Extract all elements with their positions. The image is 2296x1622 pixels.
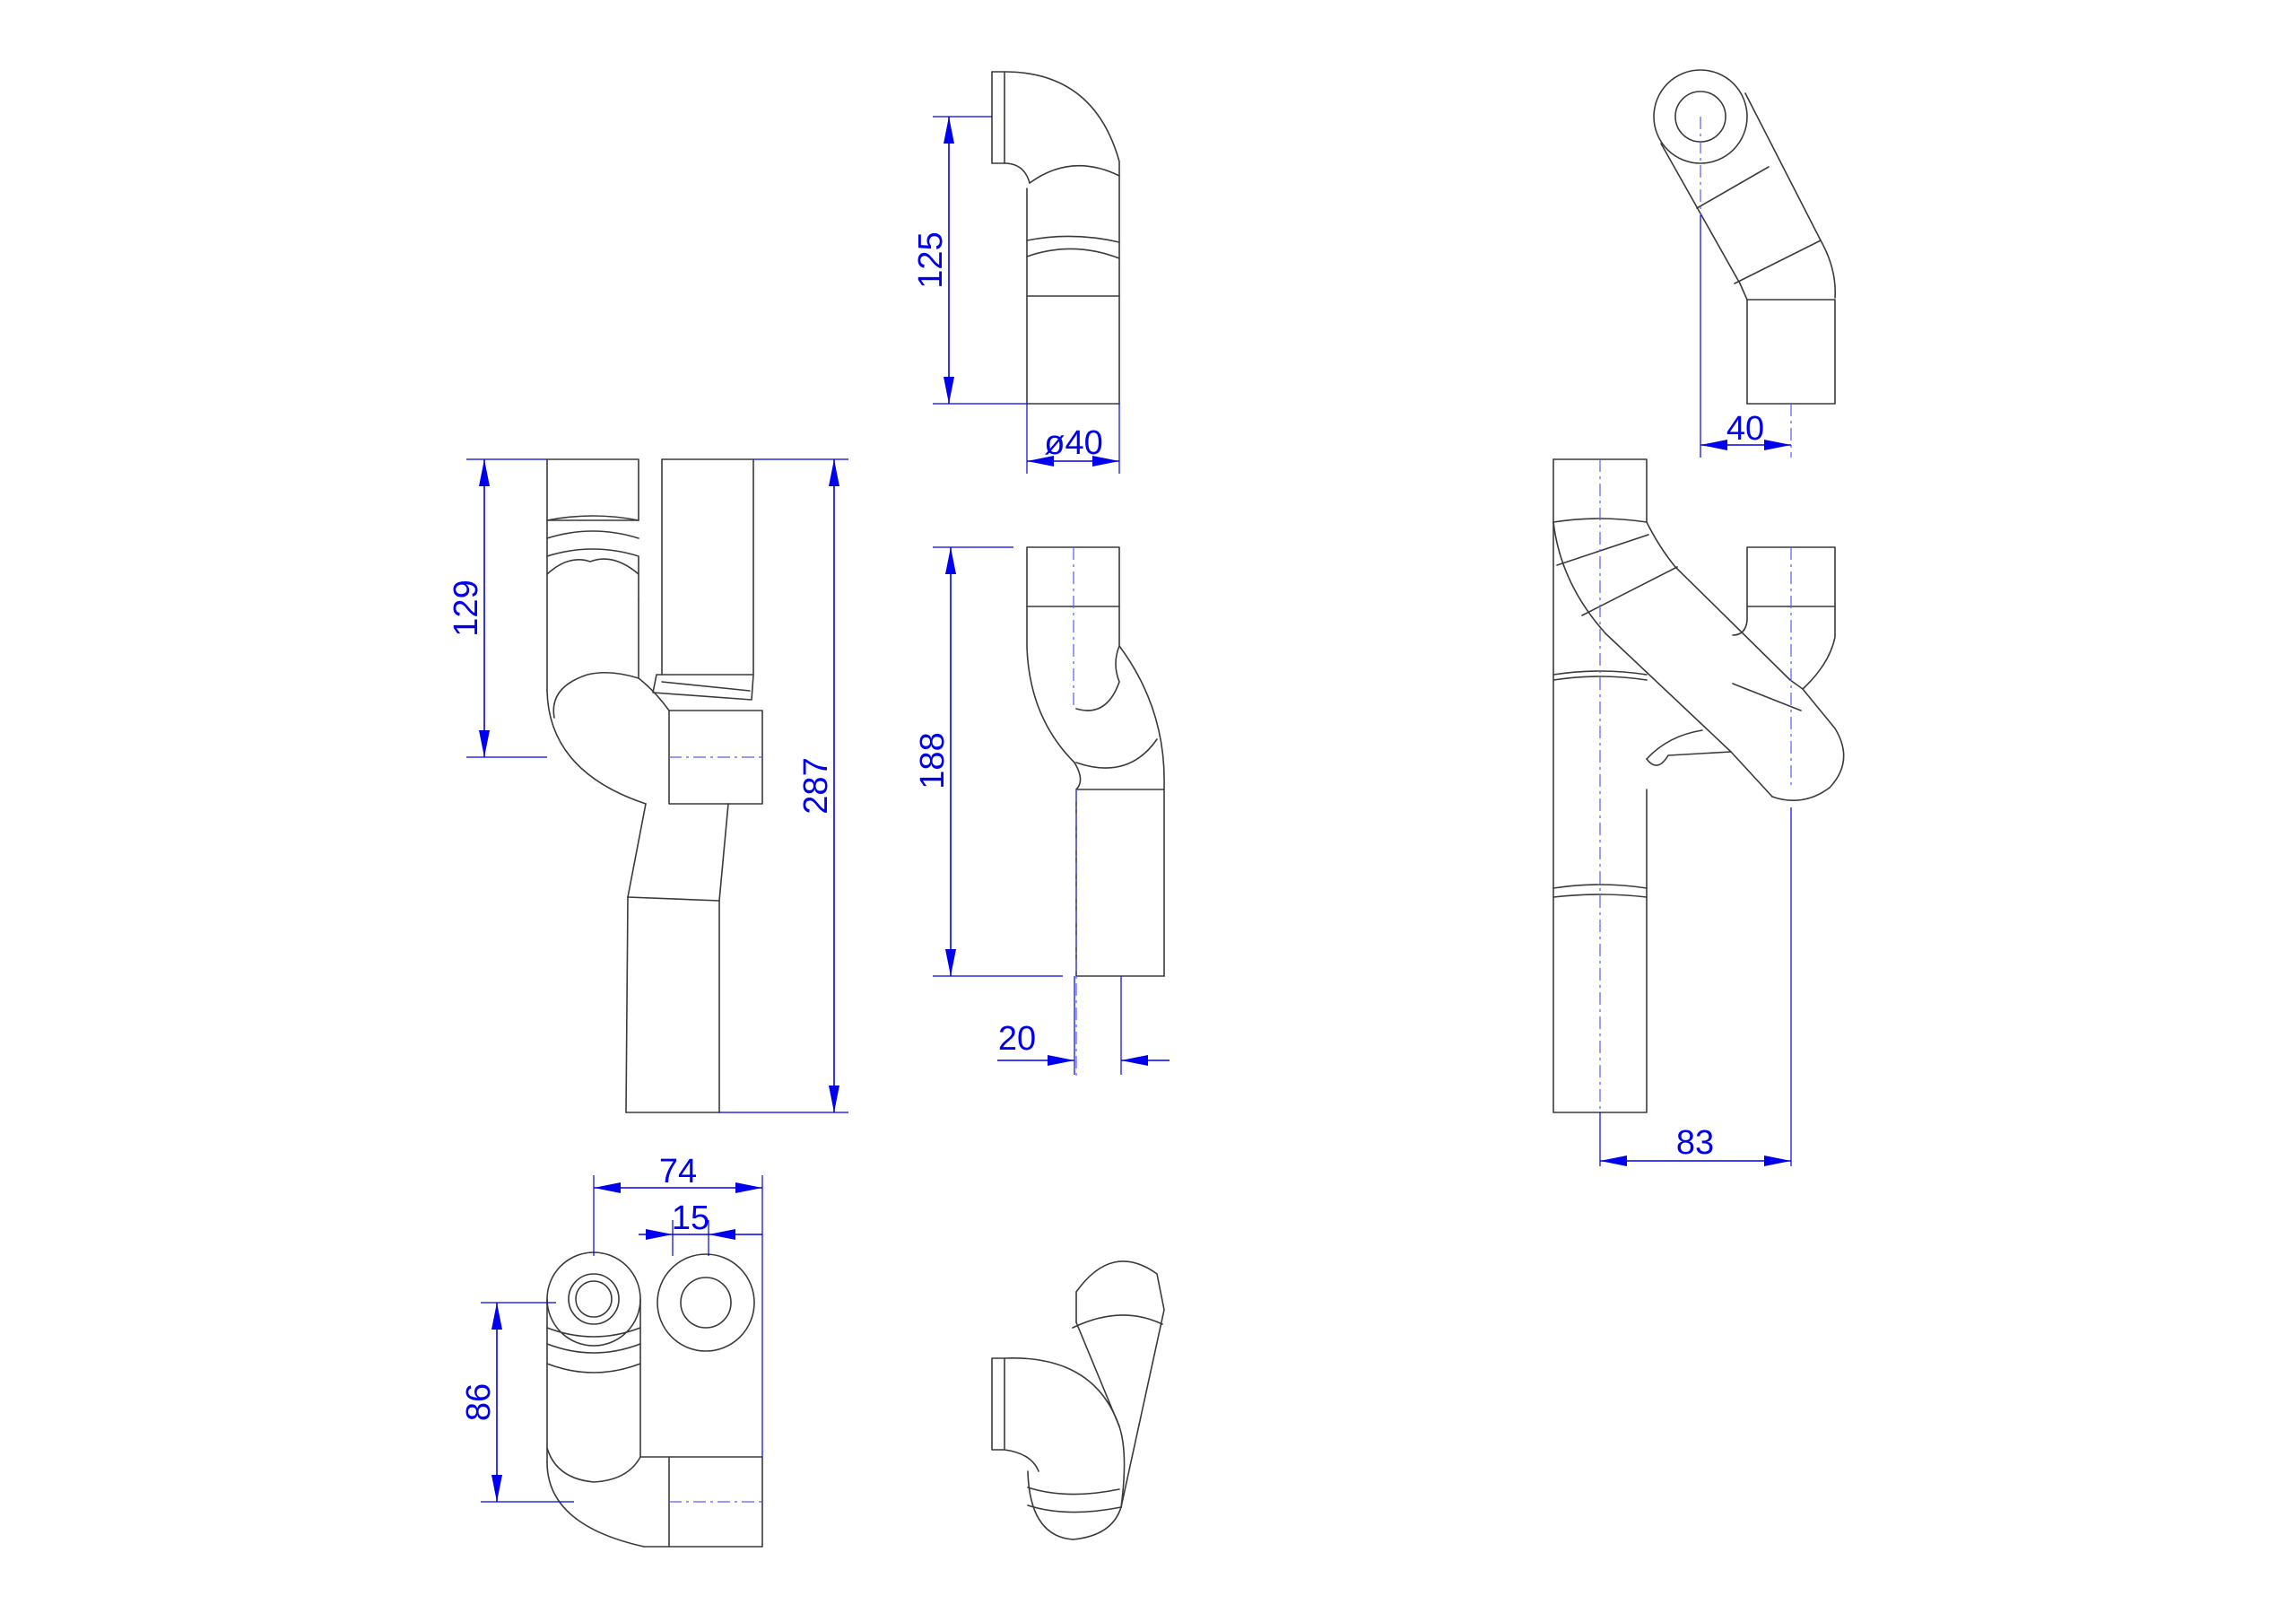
view-top-right-iso [1653,69,1836,458]
dim-iso-top: 40 [1700,215,1791,458]
view-top-middle-elbow [991,71,1120,405]
view-bottom-middle-iso [991,1260,1165,1540]
view-bottom-left-plan [546,1251,763,1548]
dim-label-188: 188 [914,732,952,789]
dim-label-74: 74 [659,1153,697,1190]
dim-right-branch: 83 [1599,807,1792,1166]
dim-label-83: 83 [1676,1124,1714,1162]
dim-left-assembly: 129 287 [448,458,848,1113]
view-middle-offset [1026,546,1165,1077]
dim-bottom-plan: 74 15 86 [460,1153,763,1503]
dim-middle: 188 20 [914,546,1170,1075]
dim-front-top: 125 ø40 [912,116,1120,474]
dim-label-40: 40 [1726,410,1764,448]
dim-label-15: 15 [672,1199,709,1237]
dim-label-287: 287 [797,757,835,814]
view-left-assembly [546,458,763,1113]
dim-label-129: 129 [448,580,485,636]
view-right-branch [1552,458,1845,1113]
dim-label-20: 20 [998,1020,1036,1058]
dim-label-dia40: ø40 [1044,424,1102,462]
dim-label-86: 86 [460,1383,498,1421]
dim-label-125: 125 [912,231,950,288]
